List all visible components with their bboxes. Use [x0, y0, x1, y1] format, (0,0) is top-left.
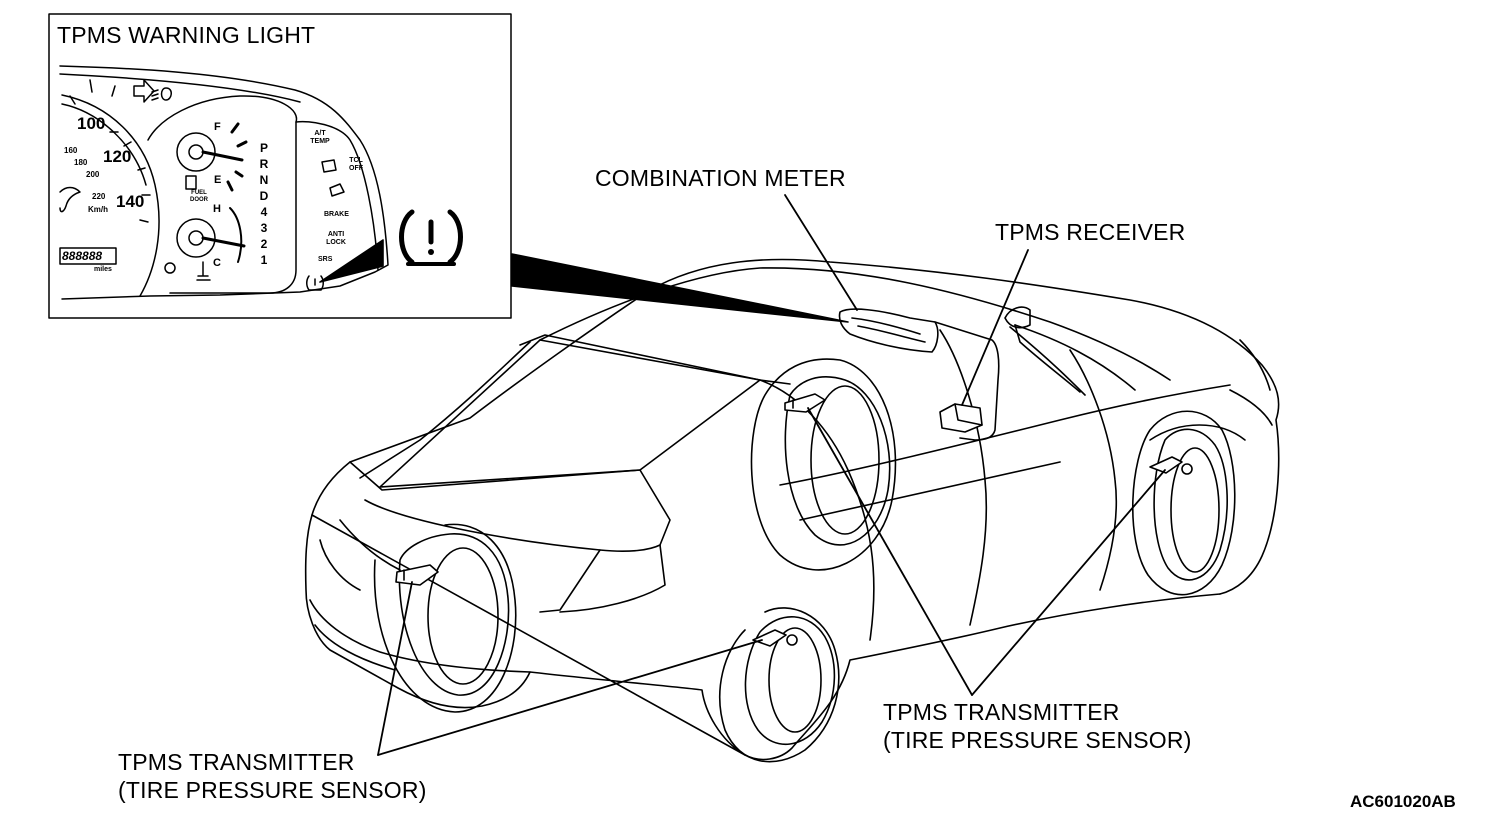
warning-light-inset	[48, 13, 512, 319]
inset-pointer-wedge	[319, 239, 384, 283]
odometer: 888888	[62, 249, 103, 263]
kmh-220: 220	[92, 192, 106, 201]
kmh-160: 160	[64, 146, 78, 155]
tpms-warning-icon	[399, 209, 463, 266]
gear-d: D	[259, 189, 269, 203]
gear-3: 3	[260, 221, 268, 235]
brake-label: BRAKE	[324, 211, 349, 218]
gear-1: 1	[260, 253, 268, 267]
gear-indicator: P R N D 4 3 2 1	[257, 140, 271, 268]
temp-hot: H	[213, 203, 221, 215]
kmh-180: 180	[74, 158, 88, 167]
rear-left-wheel	[373, 523, 517, 713]
kmh-unit: Km/h	[88, 205, 108, 214]
speed-100: 100	[77, 114, 106, 133]
cluster-drawing	[59, 65, 389, 300]
fuel-empty: E	[214, 174, 222, 186]
receiver-label: TPMS RECEIVER	[995, 219, 1186, 245]
leader-lines	[377, 194, 1166, 756]
fuel-door: FUEL DOOR	[190, 190, 208, 203]
transmitter-right-label-1: TPMS TRANSMITTER	[883, 699, 1120, 725]
figure-code: AC601020AB	[1350, 792, 1456, 811]
gear-4: 4	[260, 205, 268, 219]
front-right-wheel	[1131, 410, 1236, 596]
combination-meter-unit	[838, 308, 939, 353]
speed-140: 140	[116, 192, 145, 211]
gear-p: P	[259, 141, 268, 155]
tcl-off-label: TCL OFF	[349, 157, 363, 172]
warning-box-title: TPMS WARNING LIGHT	[57, 22, 316, 48]
tpms-receiver-unit	[934, 321, 1000, 441]
odometer-unit: miles	[94, 266, 112, 273]
callout-wedge	[511, 253, 849, 323]
front-left-wheel	[718, 607, 840, 763]
transmitter-right-label-2: (TIRE PRESSURE SENSOR)	[883, 727, 1192, 753]
speed-120: 120	[103, 147, 132, 166]
rear-left-transmitter	[395, 564, 439, 586]
rear-right-wheel	[750, 358, 897, 571]
gear-2: 2	[260, 237, 268, 251]
combination-meter-label: COMBINATION METER	[595, 165, 846, 191]
transmitter-left-label-2: (TIRE PRESSURE SENSOR)	[118, 777, 427, 803]
gear-r: R	[259, 157, 269, 171]
temp-cold: C	[213, 257, 221, 269]
srs-label: SRS	[318, 256, 333, 263]
at-temp-label: A/T TEMP	[310, 130, 330, 145]
front-left-transmitter	[752, 629, 798, 647]
fuel-full: F	[214, 121, 221, 133]
transmitter-left-label-1: TPMS TRANSMITTER	[118, 749, 355, 775]
rear-right-transmitter	[784, 393, 826, 413]
gear-n: N	[259, 173, 269, 187]
kmh-200: 200	[86, 170, 100, 179]
anti-lock-label: ANTI LOCK	[326, 231, 346, 246]
front-right-transmitter	[1149, 456, 1193, 475]
